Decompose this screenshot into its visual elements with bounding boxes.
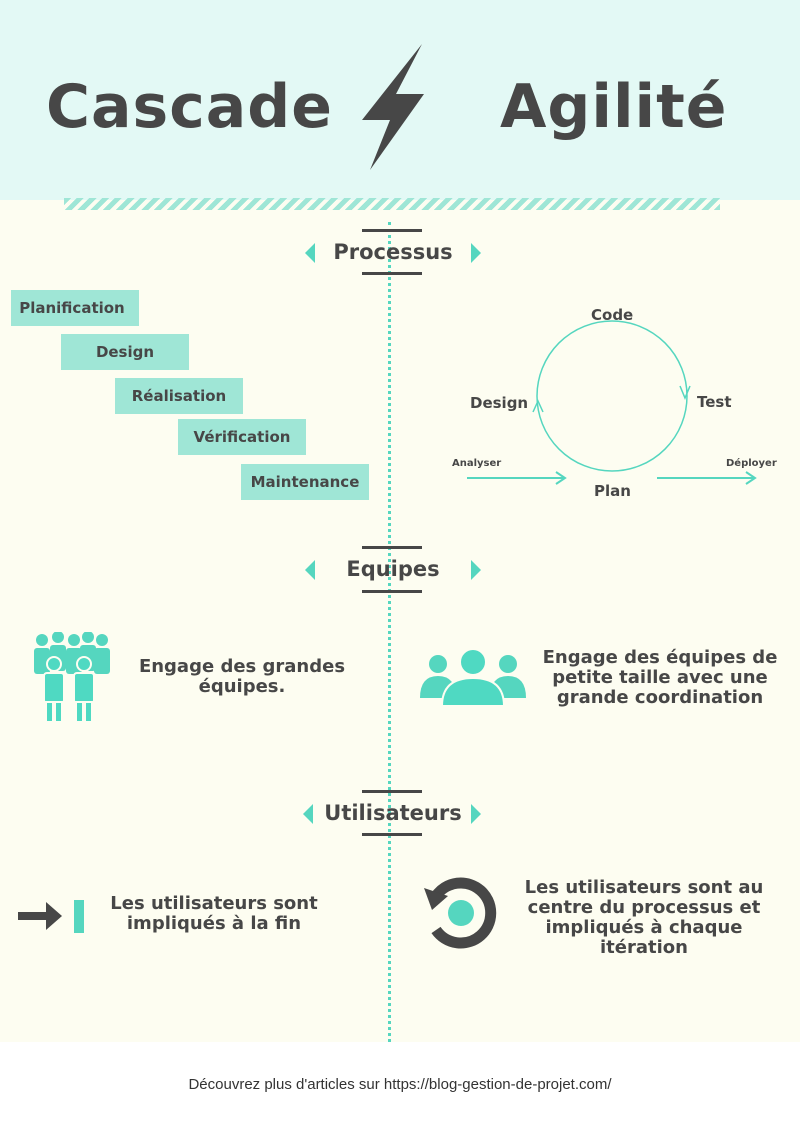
chevron-right-icon	[471, 804, 481, 824]
output-arrow-head	[745, 471, 757, 485]
waterfall-step: Design	[61, 334, 189, 370]
waterfall-step: Vérification	[178, 419, 306, 455]
chevron-right-icon	[471, 560, 481, 580]
section-title-processus: Processus	[333, 240, 453, 264]
footer-text: Découvrez plus d'articles sur https://bl…	[188, 1076, 612, 1093]
agile-cycle-diagram	[467, 320, 757, 485]
section-title-utilisateurs: Utilisateurs	[324, 801, 462, 825]
cycle-arrow-right	[679, 385, 691, 400]
cycle-label-deployer: Déployer	[726, 458, 777, 469]
cycle-label-code: Code	[591, 306, 634, 324]
teams-left-text: Engage des grandes équipes.	[138, 656, 346, 697]
waterfall-step: Planification	[11, 290, 139, 326]
decorative-stripes	[64, 198, 720, 210]
section-bar-top	[362, 790, 422, 793]
waterfall-step: Maintenance	[241, 464, 369, 500]
center-dotted-line	[388, 222, 391, 1042]
large-team-icon	[34, 632, 110, 723]
input-arrow-head	[555, 471, 567, 485]
users-left-text: Les utilisateurs sont impliqués à la fin	[110, 893, 318, 934]
chevron-left-icon	[305, 560, 315, 580]
cycle-label-analyser: Analyser	[452, 458, 502, 469]
users-right-text: Les utilisateurs sont au centre du proce…	[524, 877, 764, 958]
cycle-label-test: Test	[697, 393, 732, 411]
chevron-left-icon	[305, 243, 315, 263]
section-title-equipes: Equipes	[346, 557, 440, 581]
arrow-to-end-icon	[18, 900, 84, 933]
title-cascade: Cascade	[46, 72, 333, 142]
title-agilite: Agilité	[500, 72, 728, 142]
lightning-bolt-icon	[362, 44, 424, 170]
chevron-left-icon	[303, 804, 313, 824]
iteration-cycle-icon	[424, 877, 497, 949]
section-bar-top	[362, 229, 422, 232]
section-bar-top	[362, 546, 422, 549]
waterfall-step: Réalisation	[115, 378, 243, 414]
section-bar-bottom	[362, 590, 422, 593]
cycle-circle	[536, 320, 688, 472]
chevron-right-icon	[471, 243, 481, 263]
cycle-arrow-left	[532, 399, 544, 413]
section-bar-bottom	[362, 272, 422, 275]
small-team-icon	[420, 648, 526, 707]
cycle-label-plan: Plan	[594, 482, 631, 500]
section-bar-bottom	[362, 833, 422, 836]
teams-right-text: Engage des équipes de petite taille avec…	[542, 647, 778, 708]
cycle-label-design: Design	[470, 394, 529, 412]
